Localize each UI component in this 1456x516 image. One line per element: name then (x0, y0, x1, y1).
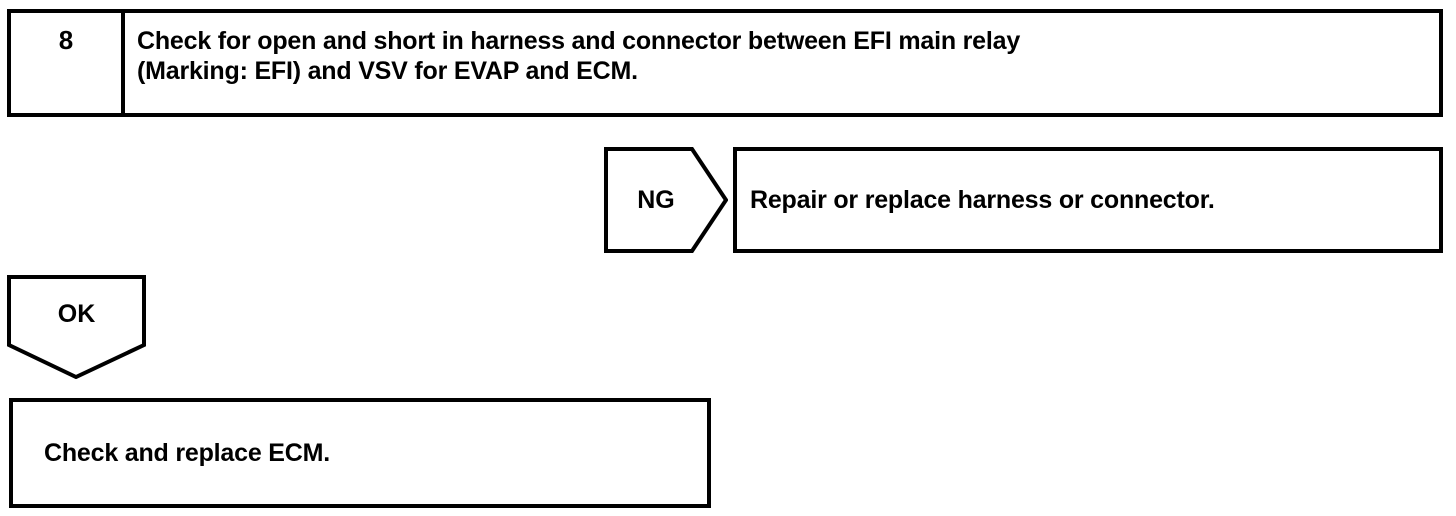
step-number-cell: 8 (11, 13, 125, 113)
ng-branch-arrow (604, 147, 728, 253)
ok-result-text: Check and replace ECM. (44, 438, 330, 467)
ok-branch-label: OK (57, 299, 96, 328)
ng-branch-label: NG (637, 185, 675, 214)
ok-pentagon-icon (7, 275, 146, 379)
ng-result-box: Repair or replace harness or connector. (733, 147, 1443, 253)
step-text-line-2: (Marking: EFI) and VSV for EVAP and ECM. (137, 57, 638, 85)
ng-result-text: Repair or replace harness or connector. (750, 185, 1215, 214)
step-number: 8 (58, 25, 74, 55)
ng-pentagon-icon (604, 147, 728, 253)
step-text-cell: Check for open and short in harness and … (125, 13, 1439, 113)
ok-result-box: Check and replace ECM. (9, 398, 711, 508)
step-text-line-1: Check for open and short in harness and … (137, 27, 1021, 55)
step-box: 8 Check for open and short in harness an… (7, 9, 1443, 117)
ok-branch-arrow (7, 275, 146, 379)
